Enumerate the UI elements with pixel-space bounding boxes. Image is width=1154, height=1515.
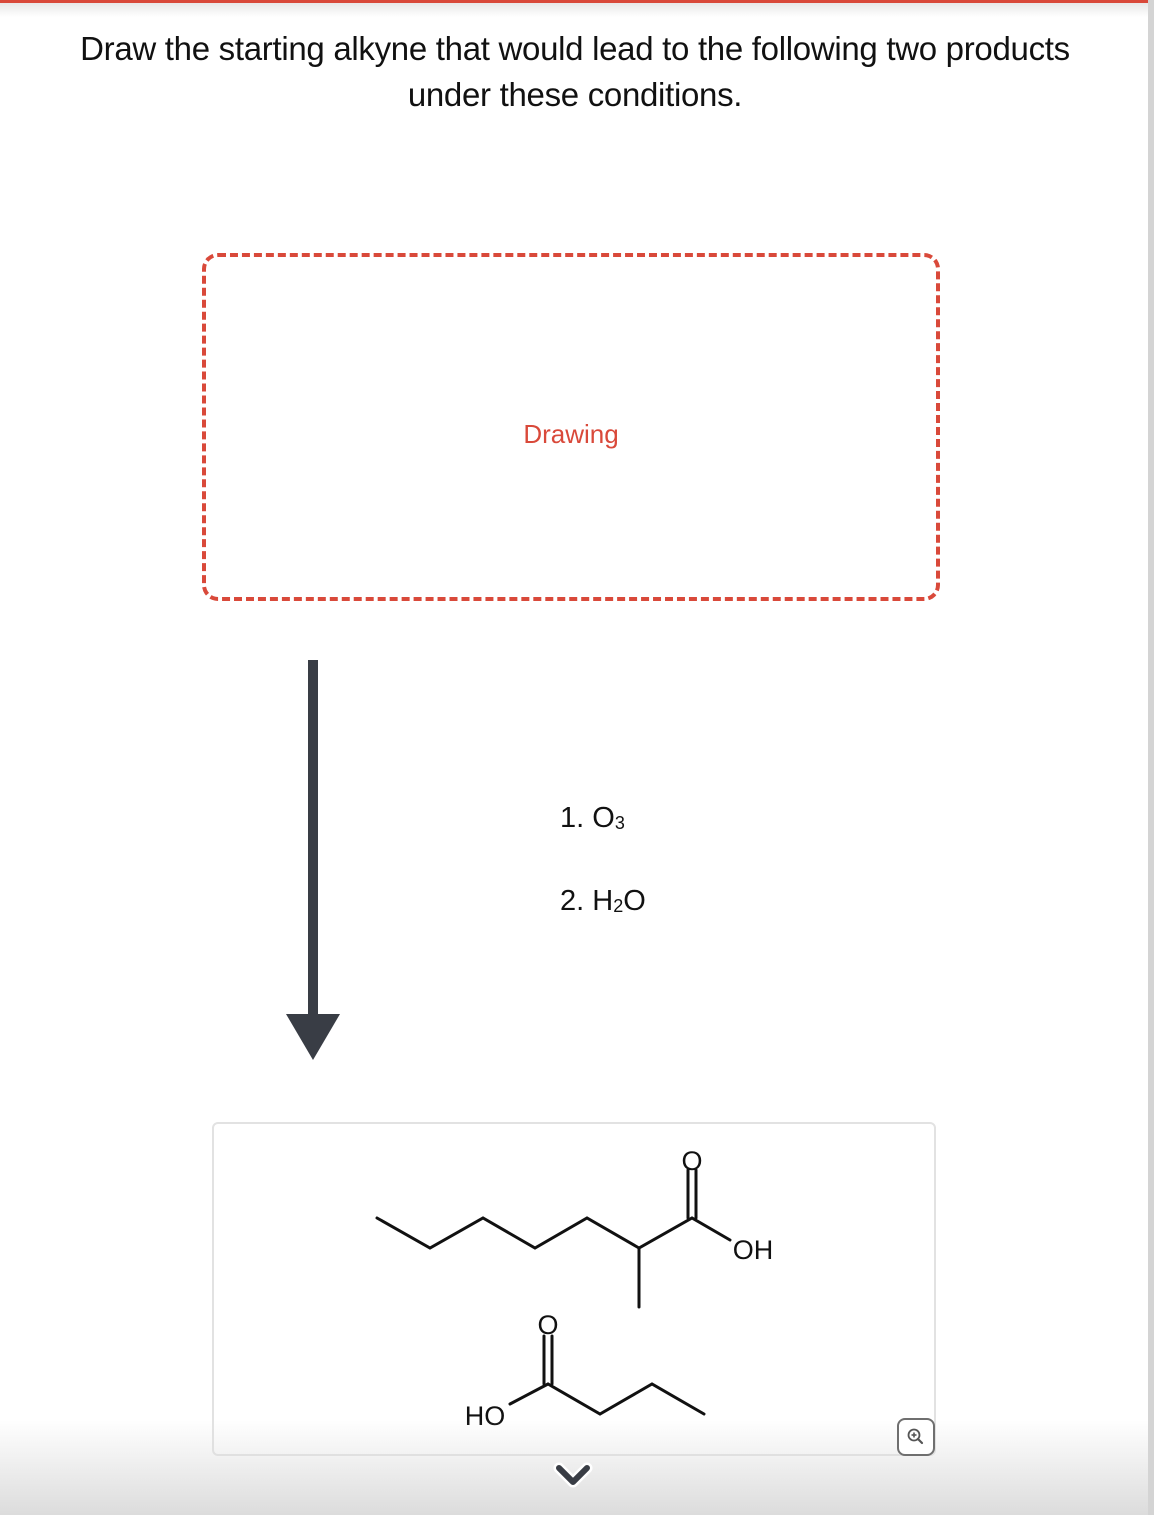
chevron-down-icon [553, 1462, 593, 1488]
molecule-2-methylheptanoic-acid [375, 1168, 732, 1309]
reagent-step-1: 1. O3 [560, 802, 625, 835]
question-text: Draw the starting alkyne that would lead… [80, 30, 1070, 113]
zoom-in-icon [907, 1428, 924, 1445]
expand-button[interactable] [551, 1458, 595, 1494]
reagent-formula-suffix: O [623, 885, 646, 917]
carbonyl-oxygen-label: O [681, 1146, 702, 1176]
top-accent-bar [0, 0, 1148, 3]
top-shadow [0, 3, 1148, 17]
zoom-in-button[interactable] [897, 1418, 935, 1456]
molecule-butanoic-acid [508, 1334, 706, 1416]
reagent-subscript: 2 [613, 896, 624, 916]
hydroxyl-label: HO [465, 1401, 506, 1431]
reagent-formula: O [592, 802, 615, 834]
carbonyl-oxygen-label: O [537, 1310, 558, 1340]
reagent-subscript: 3 [614, 813, 625, 833]
reagent-step-2: 2. H2O [560, 885, 646, 918]
drawing-area[interactable]: Drawing [202, 253, 940, 601]
reagent-formula: H [592, 885, 614, 917]
scrollbar[interactable] [1148, 0, 1154, 1515]
reaction-arrow-head-icon [286, 1014, 340, 1060]
reaction-arrow-shaft [308, 660, 318, 1020]
drawing-label: Drawing [523, 419, 619, 449]
reagent-step-number: 2. [560, 885, 585, 917]
reagent-step-number: 1. [560, 802, 585, 834]
hydroxyl-label: OH [733, 1235, 774, 1265]
